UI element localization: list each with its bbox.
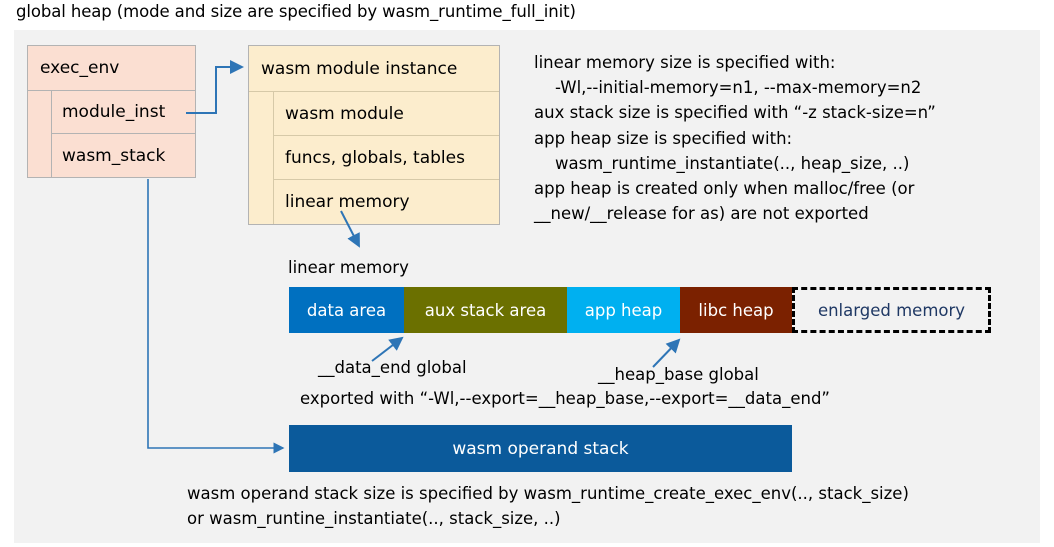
memory-segment-libc-heap: libc heap [680, 287, 792, 333]
callout-data-end-global: __data_end global [318, 358, 467, 377]
memory-segment-app-heap: app heap [567, 287, 680, 333]
memory-segment-aux-stack-area: aux stack area [404, 287, 567, 333]
wasm-module-instance-row-wasm-module: wasm module [274, 92, 499, 136]
linear-memory-bar: data area aux stack area app heap libc h… [289, 287, 991, 333]
exec-env-header: exec_env [28, 46, 195, 91]
exec-env-row-wasm-stack: wasm_stack [52, 134, 195, 177]
memory-segment-data-area: data area [289, 287, 404, 333]
callout-heap-base-global: __heap_base global [598, 365, 759, 384]
exec-env-row-module-inst: module_inst [52, 91, 195, 134]
wasm-module-instance-gutter [249, 92, 274, 224]
callout-exported-with: exported with “-Wl,--export=__heap_base,… [300, 389, 830, 408]
wasm-module-instance-row-funcs-globals-tables: funcs, globals, tables [274, 136, 499, 180]
wasm-operand-stack-box: wasm operand stack [289, 425, 792, 472]
wasm-module-instance-box: wasm module instance wasm module funcs, … [248, 45, 500, 225]
memory-segment-enlarged-memory: enlarged memory [792, 287, 991, 333]
wasm-module-instance-header: wasm module instance [249, 46, 499, 92]
wasm-module-instance-row-linear-memory: linear memory [274, 180, 499, 224]
exec-env-box: exec_env module_inst wasm_stack [27, 45, 196, 178]
diagram-title: global heap (mode and size are specified… [16, 2, 576, 21]
configuration-notes: linear memory size is specified with: -W… [534, 53, 936, 224]
operand-stack-notes: wasm operand stack size is specified by … [187, 484, 909, 529]
linear-memory-caption: linear memory [288, 258, 409, 277]
exec-env-gutter [28, 91, 52, 177]
